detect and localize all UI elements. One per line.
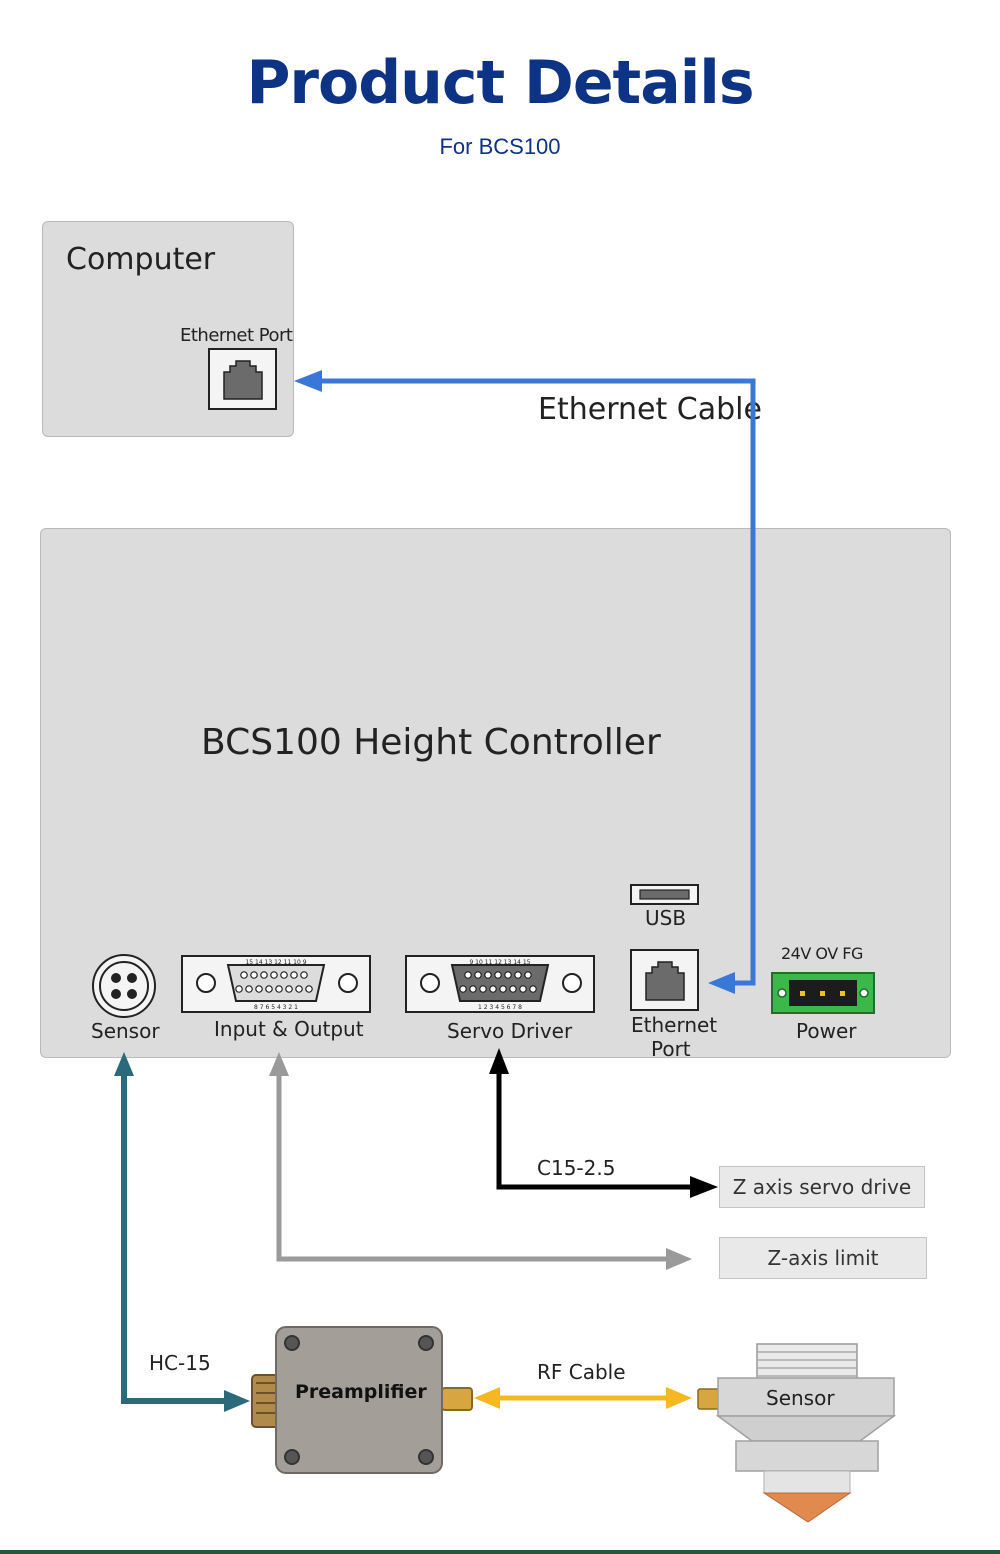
sensor-cable-label: HC-15	[149, 1351, 211, 1375]
axis-limit-tag: Z-axis limit	[719, 1237, 927, 1279]
power-port-label: Power	[796, 1019, 857, 1043]
io-port-label: Input & Output	[214, 1017, 364, 1041]
servo-db15-connector-icon: 9 10 11 12 13 14 15 1 2 3 4 5 6 7 8	[405, 955, 595, 1013]
ethernet-cable-line	[294, 370, 756, 994]
servo-drive-tag: Z axis servo drive	[719, 1166, 925, 1208]
io-pins-top: 15 14 13 12 11 10 9	[245, 959, 306, 966]
servo-pins-top: 9 10 11 12 13 14 15	[469, 959, 530, 966]
computer-title: Computer	[66, 242, 216, 277]
servo-port-label: Servo Driver	[447, 1019, 573, 1043]
controller-title: BCS100 Height Controller	[201, 722, 661, 763]
preamplifier-icon	[251, 1326, 473, 1474]
ethernet-cable-label: Ethernet Cable	[538, 392, 762, 427]
sensor-head-label: Sensor	[766, 1386, 835, 1410]
servo-cable-label: C15-2.5	[537, 1156, 616, 1180]
servo-pins-bottom: 1 2 3 4 5 6 7 8	[478, 1004, 522, 1011]
rf-cable-label: RF Cable	[537, 1360, 626, 1384]
page-subtitle: For BCS100	[439, 134, 561, 159]
io-pins-bottom: 8 7 6 5 4 3 2 1	[254, 1004, 298, 1011]
bottom-divider	[0, 1550, 1000, 1554]
usb-port-icon	[630, 884, 699, 905]
servo-cable-line	[489, 1048, 718, 1198]
power-pins-label: 24V OV FG	[781, 944, 863, 963]
io-cable-line	[269, 1052, 692, 1270]
page-title: Product Details	[246, 48, 754, 118]
preamplifier-label: Preamplifier	[295, 1381, 427, 1403]
sensor-port-icon	[92, 954, 156, 1018]
sensor-port-label: Sensor	[91, 1019, 160, 1043]
sensor-head-icon	[697, 1343, 897, 1523]
computer-ethernet-port-icon	[208, 348, 277, 410]
ethernet-port-label-2: Port	[651, 1037, 691, 1061]
ethernet-port-label-1: Ethernet	[631, 1013, 718, 1037]
controller-ethernet-port-icon	[630, 949, 699, 1011]
power-connector-icon	[771, 972, 875, 1014]
io-db15-connector-icon: 15 14 13 12 11 10 9 8 7 6 5 4 3 2 1	[181, 955, 371, 1013]
usb-port-label: USB	[645, 906, 687, 930]
rf-cable-line	[474, 1387, 692, 1409]
computer-port-label: Ethernet Port	[180, 325, 293, 346]
sensor-cable-line	[114, 1052, 250, 1412]
